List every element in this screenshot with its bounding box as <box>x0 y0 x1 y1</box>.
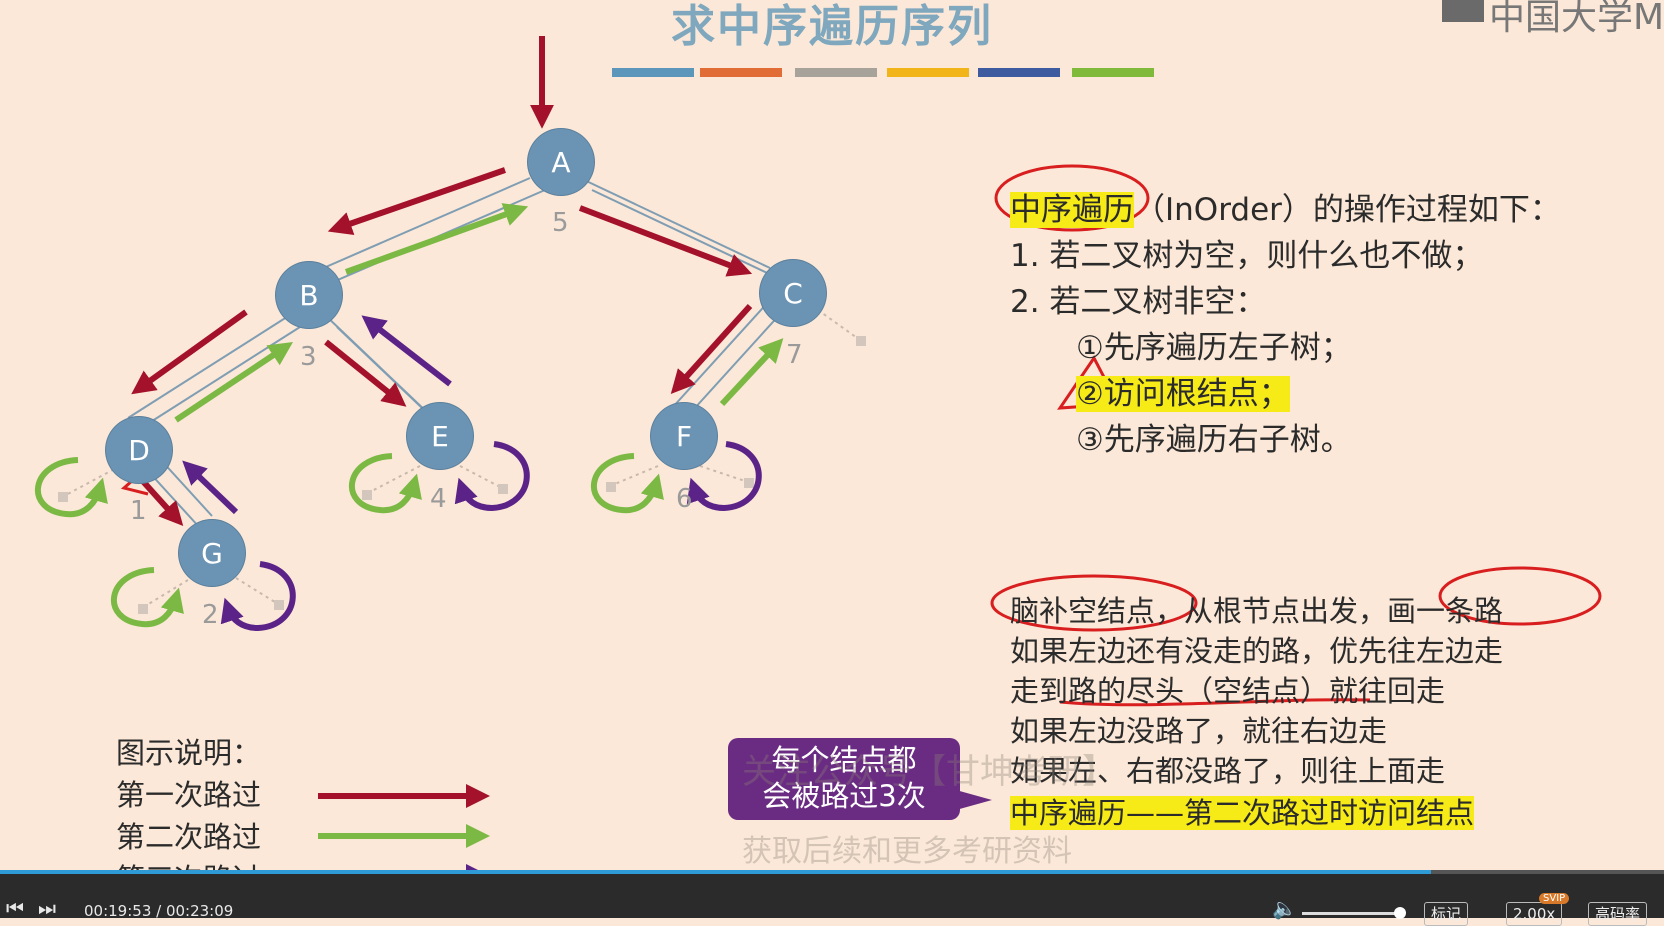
procedure-heading-rest: （InOrder）的操作过程如下： <box>1134 192 1561 228</box>
playback-time: 00:19:53 / 00:23:09 <box>84 902 234 920</box>
annotation-underline <box>1059 698 1371 707</box>
volume-slider[interactable] <box>1302 912 1402 915</box>
callout-line-2: 会被路过3次 <box>762 779 926 813</box>
tree-node: G <box>179 520 245 586</box>
null-markers <box>58 336 866 614</box>
node-label: C <box>783 276 803 310</box>
color-bar-segment <box>700 68 782 77</box>
node-label: E <box>431 419 449 453</box>
visit-order-number: 6 <box>676 484 693 514</box>
tree-node: E <box>407 403 473 469</box>
visit-order-number: 3 <box>300 342 317 372</box>
note-line-5: 如果左、右都没路了，则往上面走 <box>1010 754 1446 788</box>
tree-node: D <box>106 417 172 483</box>
volume-handle[interactable] <box>1394 907 1406 919</box>
quality-button[interactable]: 高码率 <box>1588 902 1648 926</box>
node-label: B <box>299 278 319 312</box>
note-line-2: 如果左边还有没走的路，优先往左边走 <box>1010 634 1504 668</box>
watermark-bottom: 获取后续和更多考研资料 <box>742 834 1072 869</box>
third-pass-arrow <box>182 460 239 515</box>
second-pass-arrows <box>35 203 784 628</box>
second-pass-arrow <box>174 342 293 423</box>
speed-button[interactable]: 2.00x <box>1506 902 1563 926</box>
annotation-circle <box>994 164 1150 232</box>
next-icon[interactable]: ⏭ <box>38 896 56 920</box>
second-pass-arrow <box>344 203 529 275</box>
first-pass-arrow <box>670 303 753 395</box>
legend-first-pass: 第一次路过 <box>116 778 262 812</box>
color-bar-segment <box>887 68 969 77</box>
tree-node: A <box>528 129 594 195</box>
color-bar-segment <box>795 68 877 77</box>
callout-box: 每个结点都 会被路过3次 <box>728 738 960 820</box>
color-bar-segment <box>1072 68 1154 77</box>
annotation-circle <box>990 574 1198 632</box>
second-pass-loop <box>591 453 664 514</box>
visit-order-number: 2 <box>202 600 219 630</box>
second-pass-loop <box>349 453 422 514</box>
visit-order-number: 7 <box>786 340 803 370</box>
slide-title: 求中序遍历序列 <box>671 1 993 52</box>
watermark-top: 关注公众号【甘坤考研】 <box>742 752 1116 792</box>
first-pass-arrow <box>324 339 407 407</box>
second-pass-loop <box>35 457 108 518</box>
procedure-rule-2: 2. 若二叉树非空： <box>1010 284 1267 320</box>
previous-icon[interactable]: ⏮ <box>6 896 24 920</box>
third-pass-arrow <box>361 315 452 387</box>
procedure-heading: 中序遍历（InOrder）的操作过程如下： <box>1010 184 1561 229</box>
note-line-6: 中序遍历——第二次路过时访问结点 <box>1010 790 1475 832</box>
callout-line-1: 每个结点都 <box>771 743 917 777</box>
volume-icon[interactable]: 🔈 <box>1272 896 1297 920</box>
note-line-4: 如果左边没路了，就往右边走 <box>1010 714 1388 748</box>
svip-badge: SVIP <box>1539 893 1570 904</box>
tree-node: C <box>760 260 826 326</box>
video-control-bar <box>0 870 1664 918</box>
procedure-step-1: ①先序遍历左子树； <box>1076 330 1352 366</box>
legend-title: 图示说明： <box>116 736 262 770</box>
third-pass-loop <box>686 441 762 512</box>
note-highlight: 中序遍历——第二次路过时访问结点 <box>1010 796 1475 830</box>
tree-node: B <box>276 262 342 328</box>
callout-pointer <box>956 790 992 810</box>
null-branches <box>63 309 861 609</box>
logo-icon <box>1442 0 1484 22</box>
visit-order-number: 4 <box>430 484 447 514</box>
inorder-highlight: 中序遍历 <box>1010 192 1134 228</box>
progress-fill <box>0 870 1432 874</box>
second-pass-arrow <box>719 338 784 407</box>
first-pass-arrow <box>578 205 753 277</box>
first-pass-arrow <box>327 167 506 236</box>
tree-node: F <box>651 403 717 469</box>
first-pass-arrow <box>137 475 184 527</box>
node-label: F <box>675 419 693 453</box>
step-2-highlight: ②访问根结点； <box>1076 376 1290 412</box>
mark-button[interactable]: 标记 <box>1424 902 1469 926</box>
procedure-step-3: ③先序遍历右子树。 <box>1076 422 1352 458</box>
procedure-step-2: ②访问根结点； <box>1076 368 1290 413</box>
visit-order-number: 1 <box>130 496 147 526</box>
legend-second-pass: 第二次路过 <box>116 820 262 854</box>
procedure-rule-1: 1. 若二叉树为空，则什么也不做； <box>1010 238 1484 274</box>
node-label: D <box>128 433 150 467</box>
third-pass-loop <box>220 561 296 632</box>
visit-order-number: 5 <box>552 208 569 238</box>
annotation-circle <box>1438 566 1602 626</box>
third-pass-loop <box>454 441 530 512</box>
third-pass-arrows <box>182 315 762 632</box>
color-bar-segment <box>978 68 1060 77</box>
note-line-1: 脑补空结点，从根节点出发，画一条路 <box>1010 594 1504 628</box>
color-bar-segment <box>612 68 694 77</box>
first-pass-arrow <box>131 309 248 395</box>
second-pass-loop <box>111 567 184 628</box>
note-line-3: 走到路的尽头（空结点）就往回走 <box>1010 674 1446 708</box>
logo-text: 中国大学M <box>1488 0 1664 38</box>
node-label: G <box>201 536 223 570</box>
first-pass-arrows <box>131 36 753 527</box>
node-label: A <box>551 145 571 179</box>
